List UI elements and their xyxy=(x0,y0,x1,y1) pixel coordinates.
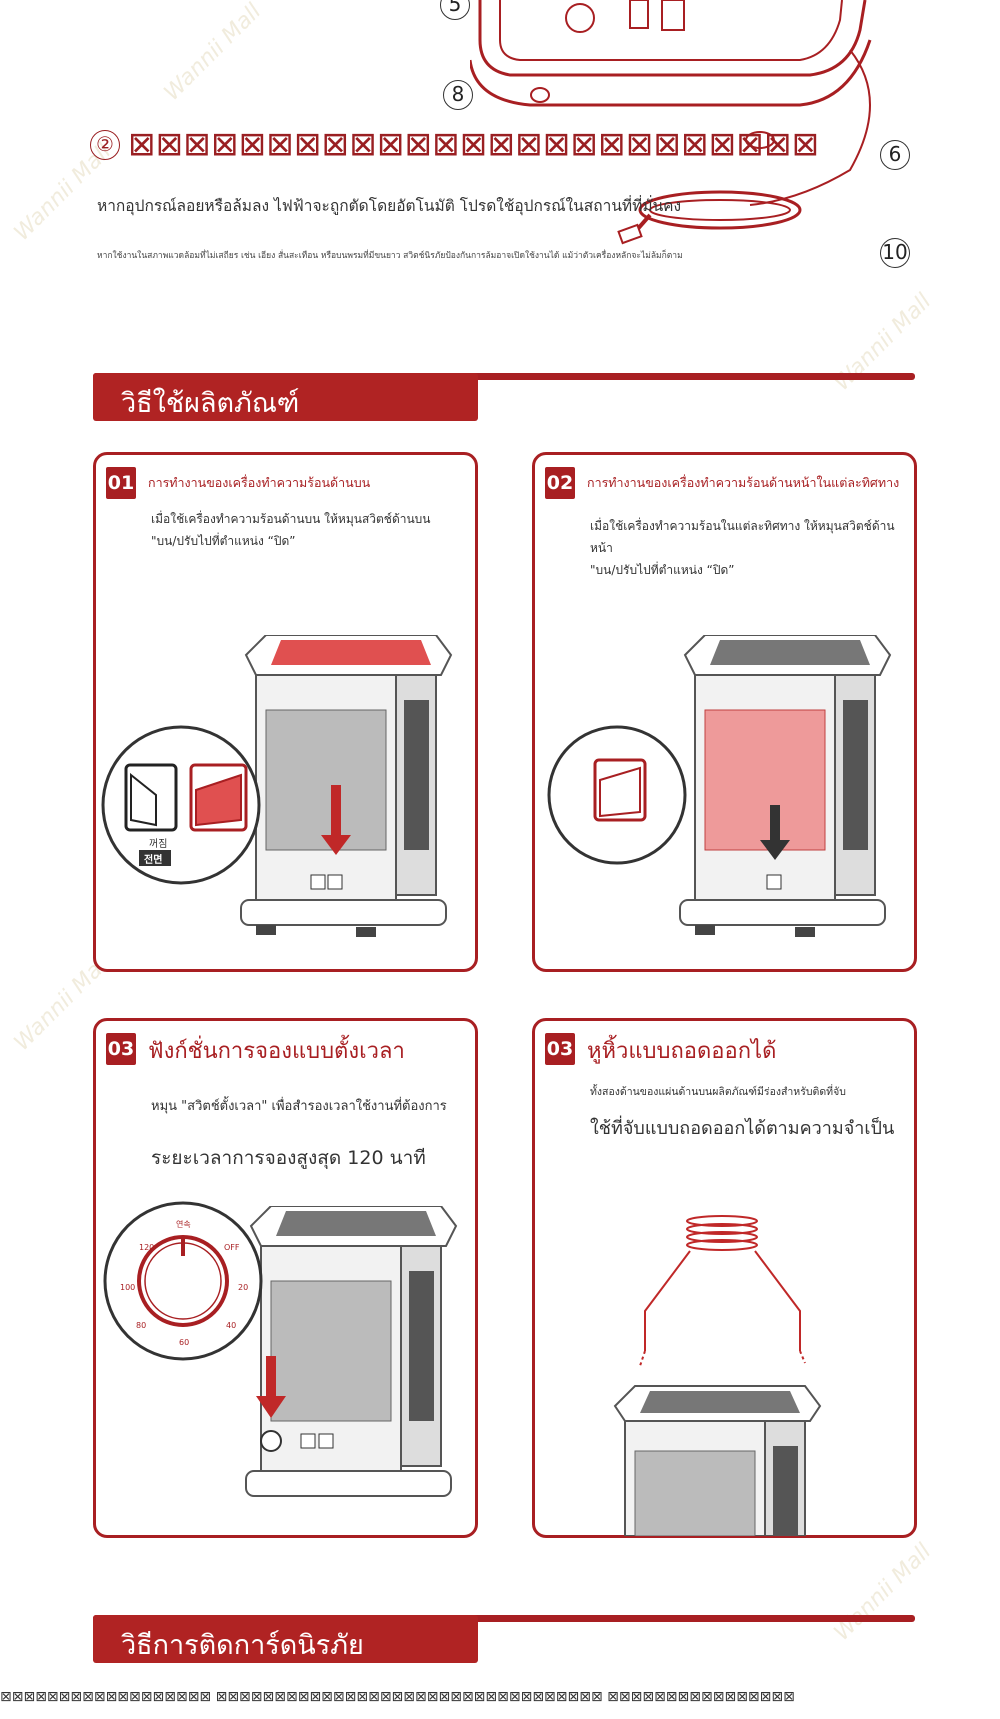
switch-front-label: 전면 xyxy=(144,855,163,866)
heater-illustration xyxy=(240,635,453,937)
switch-zoom-callout xyxy=(547,725,687,865)
card-text-line: ใช้ที่จับแบบถอดออกได้ตามความจำเป็น xyxy=(590,1118,895,1139)
usage-card-front-heater: 02 การทำงานของเครื่องทำความร้อนด้านหน้าใ… xyxy=(532,452,917,972)
usage-section-title: วิธีใช้ผลิตภัณฑ์ xyxy=(93,373,478,421)
dial-label-continuous: 연속 xyxy=(176,1220,191,1229)
dial-label-off: OFF xyxy=(224,1243,240,1252)
switch-zoom-callout xyxy=(101,725,261,885)
usage-section-header: วิธีใช้ผลิตภัณฑ์ xyxy=(93,373,915,421)
detachable-handle-illustration xyxy=(613,1215,822,1536)
switch-off-label: 꺼짐 xyxy=(149,839,168,850)
header-rule xyxy=(93,373,915,380)
heater-illustration xyxy=(679,635,892,937)
card-text-line: เมื่อใช้เครื่องทำความร้อนในแต่ละทิศทาง ใ… xyxy=(590,519,895,555)
heater-illustration xyxy=(245,1206,458,1497)
usage-card-timer: 03 ฟังก์ชั่นการจองแบบตั้งเวลา หมุน "สวิต… xyxy=(93,1018,478,1538)
card-text-line: หมุน "สวิตช์ตั้งเวลา" เพื่อสำรองเวลาใช้ง… xyxy=(151,1099,447,1114)
callout-10: 10 xyxy=(880,238,910,268)
card-text-line: เมื่อใช้เครื่องทำความร้อนด้านบน ให้หมุนส… xyxy=(151,512,431,526)
watermark: Wannii Mall xyxy=(159,0,267,106)
card-title: การทำงานของเครื่องทำความร้อนด้านหน้าในแต… xyxy=(587,475,900,490)
header-rule xyxy=(93,1615,915,1622)
guard-section-header: วิธีการติดการ์ดนิรภัย xyxy=(93,1615,915,1663)
usage-card-top-heater: 01 การทำงานของเครื่องทำความร้อนด้านบน เม… xyxy=(93,452,478,972)
callout-6: 6 xyxy=(880,140,910,170)
guard-unrendered-text: ⊠⊠⊠⊠⊠⊠⊠⊠⊠⊠⊠⊠⊠⊠⊠⊠⊠⊠ ⊠⊠⊠⊠⊠⊠⊠⊠⊠⊠⊠⊠⊠⊠⊠⊠⊠⊠⊠⊠⊠… xyxy=(0,1689,795,1705)
card-text-line: "บน/ปรับไปที่ตำแหน่ง “ปิด” xyxy=(590,563,735,577)
callout-8: 8 xyxy=(443,80,473,110)
dial-label-100: 100 xyxy=(120,1283,136,1292)
step-badge: 02 xyxy=(545,467,575,499)
dial-label-60: 60 xyxy=(179,1338,190,1347)
card-text-line: ทั้งสองด้านของแผ่นด้านบนผลิตภัณฑ์มีร่องส… xyxy=(590,1086,846,1098)
timer-dial-callout xyxy=(103,1201,263,1361)
card-text-line: ระยะเวลาการจองสูงสุด 120 นาที xyxy=(151,1147,426,1169)
card-title: ฟังก์ชั่นการจองแบบตั้งเวลา xyxy=(148,1039,405,1064)
heading-number: ② xyxy=(90,130,120,160)
tip-over-text: หากอุปกรณ์ลอยหรือล้มลง ไฟฟ้าจะถูกตัดโดยอ… xyxy=(97,197,682,215)
usage-card-handle: 03 หูหิ้วแบบถอดออกได้ ทั้งสองด้านของแผ่น… xyxy=(532,1018,917,1538)
step-badge: 03 xyxy=(106,1033,136,1065)
dial-label-20: 20 xyxy=(238,1283,249,1292)
callout-5: 5 xyxy=(440,0,470,20)
card-text-line: "บน/ปรับไปที่ตำแหน่ง “ปิด” xyxy=(151,534,296,548)
heater-base-illustration xyxy=(470,0,872,245)
guard-section-title: วิธีการติดการ์ดนิรภัย xyxy=(93,1615,478,1663)
card-title: หูหิ้วแบบถอดออกได้ xyxy=(587,1039,777,1064)
step-badge: 03 xyxy=(545,1033,575,1065)
step-badge: 01 xyxy=(106,467,136,499)
dial-label-80: 80 xyxy=(136,1321,147,1330)
dial-label-120: 120 xyxy=(139,1243,155,1252)
dial-label-40: 40 xyxy=(226,1321,237,1330)
heading-unrendered-text: ⊠⊠⊠⊠⊠⊠⊠⊠⊠⊠⊠⊠⊠⊠⊠⊠⊠⊠⊠⊠⊠⊠⊠⊠⊠ xyxy=(128,124,820,163)
card-title: การทำงานของเครื่องทำความร้อนด้านบน xyxy=(148,475,371,490)
tip-over-note: หากใช้งานในสภาพแวดล้อมที่ไม่เสถียร เช่น … xyxy=(97,251,683,261)
